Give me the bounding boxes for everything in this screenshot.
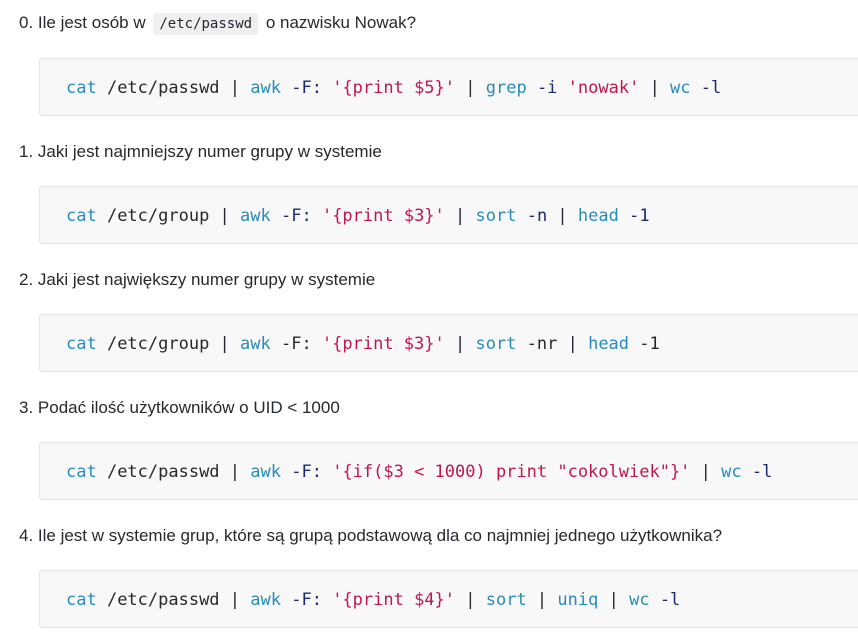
code-token-str: '{print $3}' (321, 334, 445, 354)
code-token-cmd: sort (475, 206, 517, 226)
question-text-before: 2. Jaki jest największy numer grupy w sy… (19, 270, 376, 289)
code-token-plain: | (455, 78, 486, 98)
code-token-flag: -F: (280, 206, 312, 226)
question-text-after: o nazwisku Nowak? (265, 13, 417, 32)
code-token-cmd: cat (66, 334, 97, 354)
code-token-plain: | (455, 590, 486, 610)
code-token-plain: /etc/passwd | (96, 590, 251, 610)
code-token-cmd: uniq (557, 590, 599, 610)
code-block: cat /etc/group | awk -F: '{print $3}' | … (39, 186, 858, 244)
code-token-plain: /etc/group | (96, 206, 241, 226)
code-token-flag: -1 (629, 206, 650, 226)
code-token-str: 'nowak' (567, 78, 640, 98)
code-token-plain: /etc/passwd | (96, 462, 251, 482)
code-token-plain: -nr | (516, 334, 589, 354)
code-token-plain: /etc/passwd | (96, 78, 251, 98)
code-token-cmd: cat (66, 206, 97, 226)
code-token-flag: -l (659, 590, 681, 610)
code-token-flag: -l (751, 462, 773, 482)
code-line: cat /etc/group | awk -F: '{print $3}' | … (66, 332, 660, 356)
code-token-plain (281, 78, 291, 98)
code-token-plain (527, 78, 537, 98)
inline-code: /etc/passwd (153, 13, 259, 35)
question-text-before: 1. Jaki jest najmniejszy numer grupy w s… (19, 142, 382, 161)
code-token-cmd: awk (240, 206, 271, 226)
code-token-cmd: awk (240, 334, 271, 354)
code-token-plain (516, 206, 526, 226)
code-token-plain (691, 78, 701, 98)
code-token-str: '{print $4}' (332, 590, 456, 610)
code-token-plain: /etc/group | (96, 334, 241, 354)
code-token-plain: | (444, 334, 476, 354)
code-token-flag: -F: (291, 78, 322, 98)
code-token-plain (322, 462, 332, 482)
code-token-plain: | (598, 590, 630, 610)
code-token-plain (650, 590, 660, 610)
code-token-plain: | (526, 590, 558, 610)
question-text-before: 3. Podać ilość użytkowników o UID < 1000 (19, 398, 340, 417)
code-token-cmd: sort (485, 590, 527, 610)
code-block: cat /etc/passwd | awk -F: '{print $4}' |… (39, 570, 858, 628)
question-text: 3. Podać ilość użytkowników o UID < 1000 (19, 397, 340, 419)
code-token-cmd: sort (475, 334, 517, 354)
code-token-plain: -F: (270, 334, 322, 354)
code-token-cmd: wc (670, 78, 691, 98)
code-token-plain: | (690, 462, 722, 482)
code-token-flag: -l (700, 78, 722, 98)
code-token-flag: -F: (291, 462, 322, 482)
code-token-plain: -1 (629, 334, 660, 354)
code-token-cmd: cat (66, 462, 97, 482)
code-line: cat /etc/passwd | awk -F: '{print $5}' |… (66, 76, 721, 100)
code-token-cmd: awk (250, 462, 281, 482)
code-token-cmd: cat (66, 590, 97, 610)
code-token-plain (557, 78, 567, 98)
question-text: 0. Ile jest osób w /etc/passwd o nazwisk… (19, 12, 416, 35)
code-token-flag: -i (536, 78, 558, 98)
code-token-plain: | (444, 206, 476, 226)
code-token-plain: | (639, 78, 671, 98)
question-text-before: 0. Ile jest osób w (19, 13, 146, 32)
code-token-cmd: grep (485, 78, 527, 98)
code-token-cmd: awk (250, 78, 281, 98)
question-text-before: 4. Ile jest w systemie grup, które są gr… (19, 526, 723, 545)
code-token-plain (742, 462, 752, 482)
code-token-plain (271, 206, 281, 226)
code-token-plain (281, 462, 291, 482)
code-block: cat /etc/group | awk -F: '{print $3}' | … (39, 314, 858, 372)
code-token-plain (312, 206, 322, 226)
code-token-cmd: head (577, 206, 619, 226)
code-token-cmd: head (588, 334, 630, 354)
code-token-cmd: wc (629, 590, 650, 610)
code-line: cat /etc/passwd | awk -F: '{print $4}' |… (66, 588, 680, 612)
code-line: cat /etc/group | awk -F: '{print $3}' | … (66, 204, 650, 228)
code-token-str: '{print $3}' (321, 206, 445, 226)
code-token-flag: -n (526, 206, 548, 226)
code-token-cmd: wc (721, 462, 742, 482)
question-text: 1. Jaki jest najmniejszy numer grupy w s… (19, 141, 382, 163)
code-token-cmd: cat (66, 78, 97, 98)
question-text: 4. Ile jest w systemie grup, które są gr… (19, 525, 722, 547)
code-token-plain (322, 78, 332, 98)
code-line: cat /etc/passwd | awk -F: '{if($3 < 1000… (66, 460, 772, 484)
code-token-flag: -F: (291, 590, 322, 610)
code-token-plain: | (547, 206, 578, 226)
code-token-str: '{if($3 < 1000) print "cokolwiek"}' (332, 462, 691, 482)
code-block: cat /etc/passwd | awk -F: '{print $5}' |… (39, 58, 858, 116)
code-token-cmd: awk (250, 590, 281, 610)
code-token-plain (281, 590, 291, 610)
code-token-str: '{print $5}' (332, 78, 456, 98)
question-text: 2. Jaki jest największy numer grupy w sy… (19, 269, 375, 291)
code-token-plain (619, 206, 629, 226)
code-block: cat /etc/passwd | awk -F: '{if($3 < 1000… (39, 442, 858, 500)
code-token-plain (322, 590, 332, 610)
